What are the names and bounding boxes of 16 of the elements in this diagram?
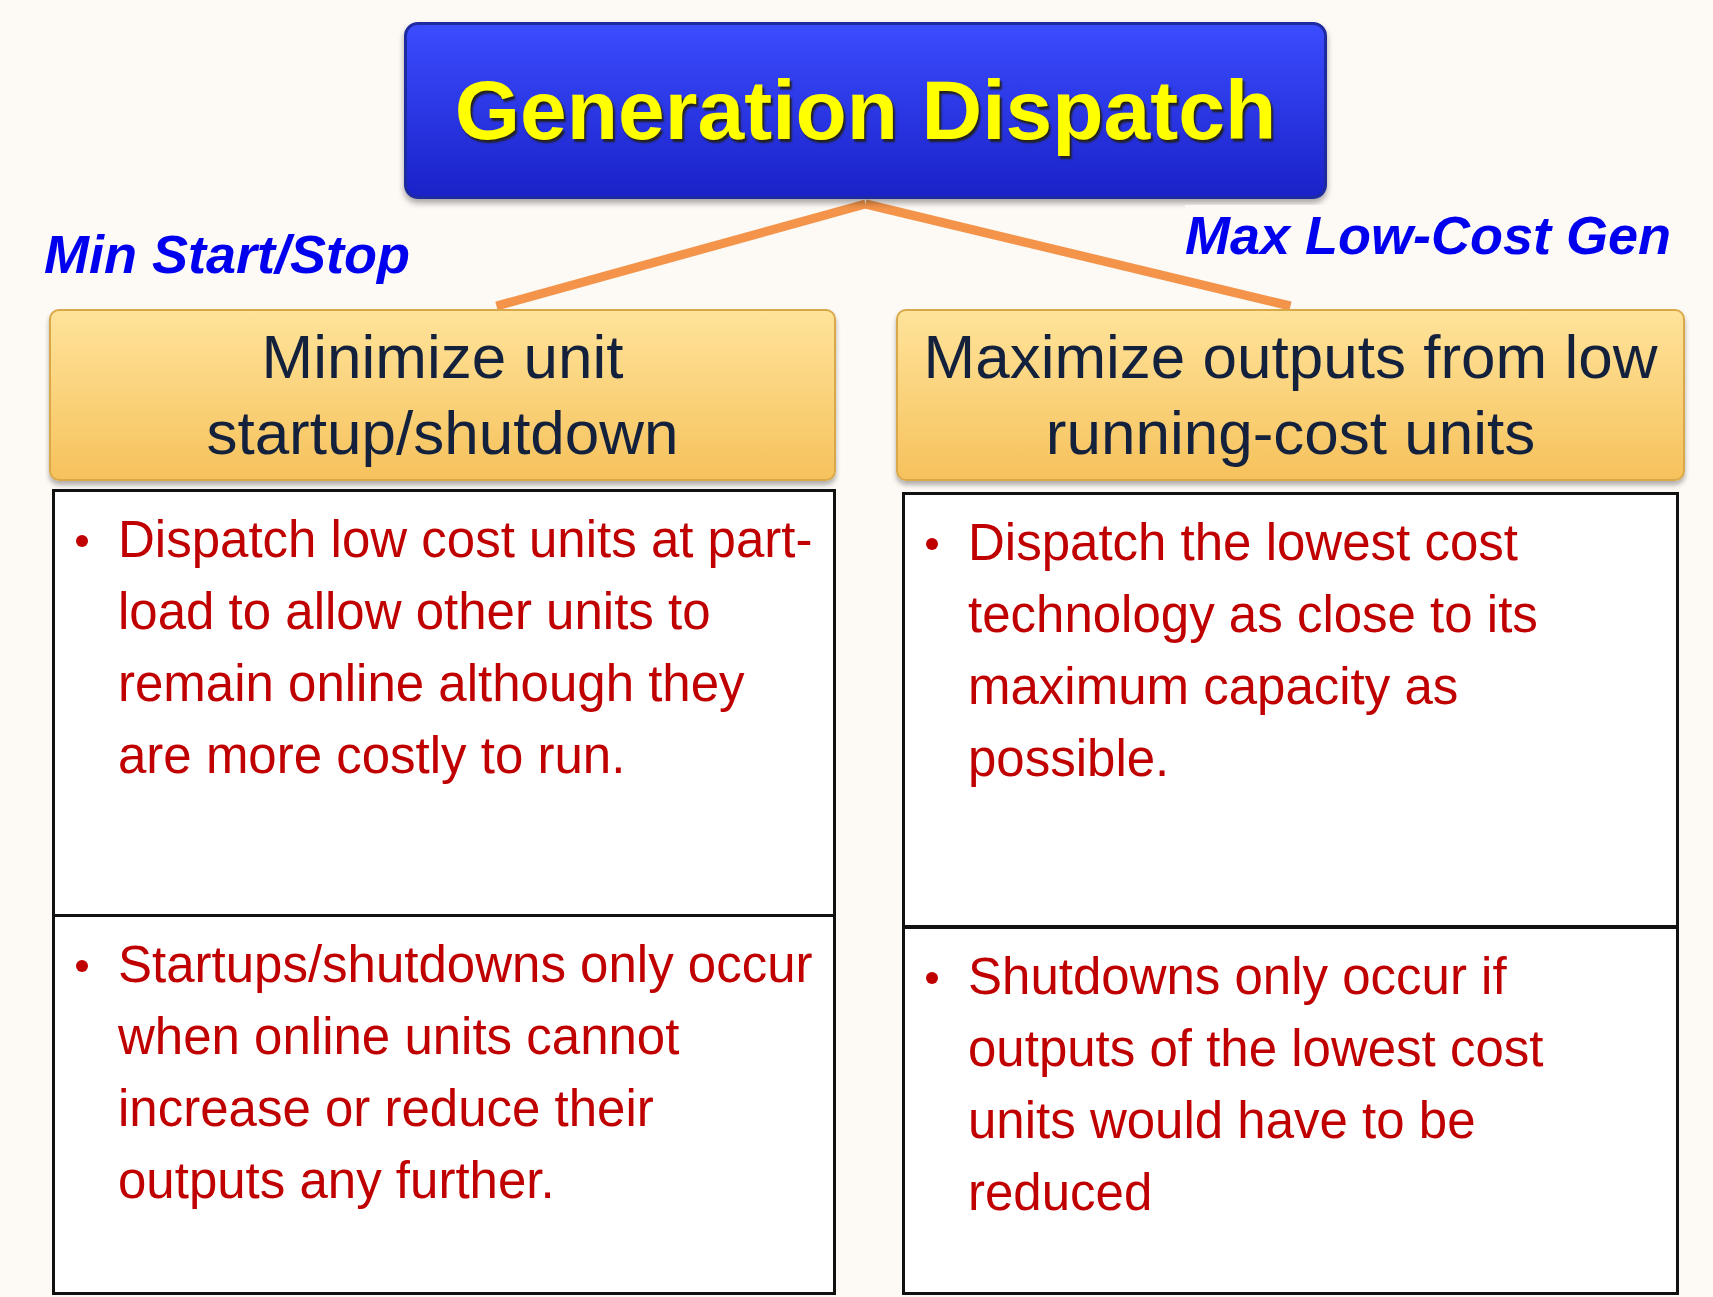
objective-text: Minimize unit startup/shutdown bbox=[205, 321, 680, 469]
title-box bbox=[404, 22, 1327, 199]
bullet-box bbox=[902, 926, 1679, 1295]
objective-box bbox=[896, 309, 1685, 481]
bullet-text: Shutdowns only occur if outputs of the lowest cost units would have to be reduced bbox=[968, 947, 1545, 1223]
bullet-box bbox=[902, 492, 1679, 928]
bullet-box bbox=[52, 489, 836, 917]
bullet-box bbox=[52, 914, 836, 1295]
connector-line bbox=[495, 199, 867, 311]
bullet-text: Startups/shutdowns only occur when online units cannot increase or reduce their outputs any further. bbox=[118, 935, 813, 1211]
objective-text: Maximize outputs from low running-cost units bbox=[922, 321, 1659, 469]
objective-box bbox=[49, 309, 836, 481]
title-text: Generation Dispatch bbox=[454, 62, 1277, 159]
bullet-text: Dispatch the lowest cost technology as close to its maximum capacity as possible. bbox=[968, 513, 1539, 789]
connector-line bbox=[864, 199, 1292, 311]
bullet-text: Dispatch low cost units at part-load to allow other units to remain online although they are more costly to run. bbox=[118, 510, 813, 786]
